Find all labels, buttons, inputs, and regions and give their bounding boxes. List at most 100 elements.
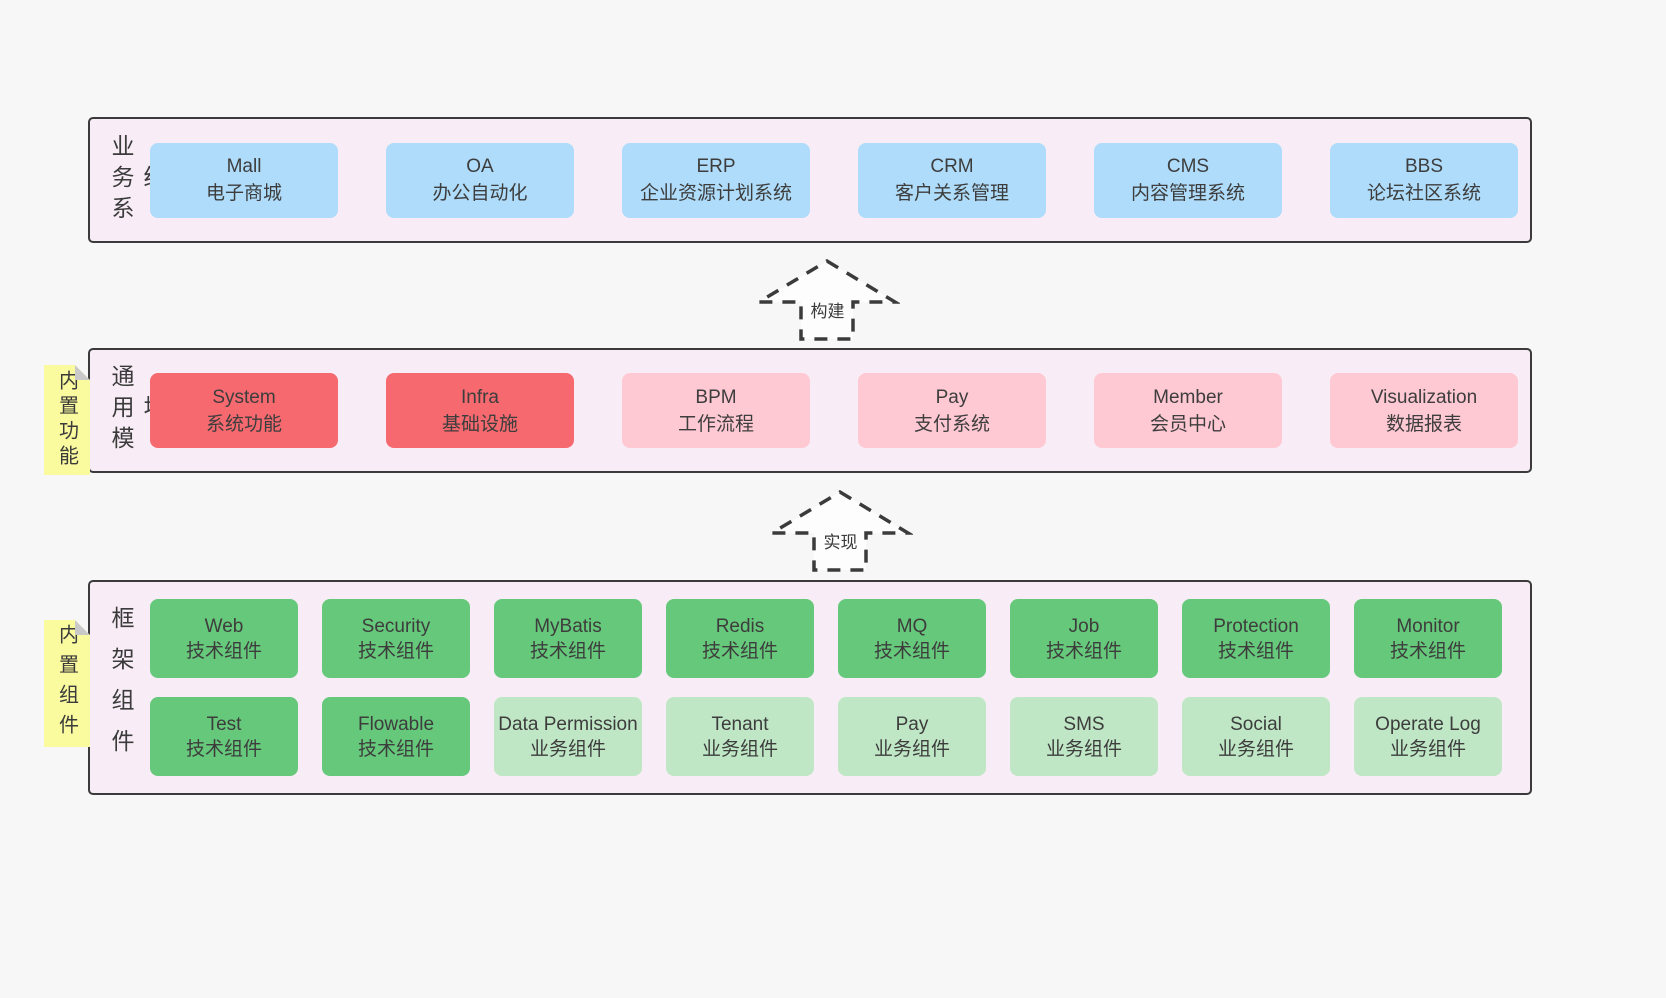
box-subtitle: 业务组件	[529, 738, 606, 760]
box-oa: OA 办公自动化	[386, 142, 574, 218]
box-subtitle: 工作流程	[677, 413, 754, 435]
box-erp: ERP 企业资源计划系统	[622, 142, 810, 218]
band-business-content: Mall 电子商城 OA 办公自动化 ERP 企业资源计划系统 CRM 客户关系…	[137, 119, 1530, 241]
sticky-note-label: 内置功能	[55, 370, 78, 470]
box-mybatis: MyBatis 技术组件	[494, 599, 642, 678]
box-test: Test 技术组件	[150, 697, 298, 776]
box-title: Monitor	[1396, 615, 1460, 637]
band-framework-content: Web 技术组件 Security 技术组件 MyBatis 技术组件 Redi…	[137, 582, 1530, 793]
box-subtitle: 业务组件	[701, 738, 778, 760]
box-title: Redis	[715, 615, 765, 637]
box-title: CRM	[930, 156, 974, 177]
box-subtitle: 客户关系管理	[894, 183, 1009, 204]
box-title: System	[212, 386, 276, 408]
box-title: Security	[361, 615, 431, 637]
box-subtitle: 内容管理系统	[1130, 183, 1245, 204]
box-title: CMS	[1166, 156, 1210, 177]
box-title: Web	[204, 615, 244, 637]
box-subtitle: 技术组件	[873, 640, 950, 662]
box-social: Social 业务组件	[1182, 697, 1330, 776]
implement-arrow-label: 实现	[819, 527, 862, 554]
build-arrow: 构建	[755, 258, 900, 342]
box-subtitle: 业务组件	[1389, 738, 1466, 760]
box-subtitle: 支付系统	[913, 413, 990, 435]
box-job: Job 技术组件	[1010, 599, 1158, 678]
box-title: Mall	[226, 156, 262, 177]
implement-arrow: 实现	[768, 489, 913, 573]
box-title: Visualization	[1370, 386, 1478, 408]
box-title: Pay	[935, 386, 969, 408]
sticky-note-label: 内置组件	[55, 623, 78, 744]
band-business-systems: 业务系统 Mall 电子商城 OA 办公自动化 ERP 企业资源计划系统 CRM…	[88, 117, 1532, 243]
gap-implement: 实现	[0, 473, 1666, 580]
box-sms: SMS 业务组件	[1010, 697, 1158, 776]
box-title: MyBatis	[534, 615, 602, 637]
sticky-note-builtin-components: 内置组件	[44, 620, 90, 747]
box-security: Security 技术组件	[322, 599, 470, 678]
box-title: Tenant	[711, 713, 769, 735]
box-title: BPM	[695, 386, 737, 408]
box-bpm: BPM 工作流程	[622, 373, 810, 448]
box-data-permission: Data Permission 业务组件	[494, 697, 642, 776]
box-subtitle: 技术组件	[529, 640, 606, 662]
box-cms: CMS 内容管理系统	[1094, 142, 1282, 218]
band-common-modules: 内置功能 通用模块 System 系统功能 Infra 基础设施 BPM 工作流…	[88, 348, 1532, 473]
box-title: OA	[466, 156, 494, 177]
framework-row-1: Web 技术组件 Security 技术组件 MyBatis 技术组件 Redi…	[137, 599, 1530, 678]
build-arrow-label: 构建	[806, 296, 849, 323]
box-subtitle: 技术组件	[701, 640, 778, 662]
box-web: Web 技术组件	[150, 599, 298, 678]
box-mall: Mall 电子商城	[150, 142, 338, 218]
sticky-note-builtin-features: 内置功能	[44, 365, 90, 475]
box-title: BBS	[1404, 156, 1444, 177]
box-title: Infra	[460, 386, 500, 408]
box-title: Social	[1230, 713, 1282, 735]
box-subtitle: 会员中心	[1149, 413, 1226, 435]
band-label-framework: 框架组件	[108, 605, 134, 770]
band-common-content: System 系统功能 Infra 基础设施 BPM 工作流程 Pay 支付系统…	[137, 350, 1530, 471]
box-tenant: Tenant 业务组件	[666, 697, 814, 776]
band-label-common: 通用模块	[108, 364, 166, 457]
box-flowable: Flowable 技术组件	[322, 697, 470, 776]
box-pay-module: Pay 支付系统	[858, 373, 1046, 448]
box-subtitle: 技术组件	[357, 640, 434, 662]
box-crm: CRM 客户关系管理	[858, 142, 1046, 218]
box-system: System 系统功能	[150, 373, 338, 448]
box-subtitle: 论坛社区系统	[1366, 183, 1481, 204]
box-operate-log: Operate Log 业务组件	[1354, 697, 1502, 776]
box-subtitle: 技术组件	[1045, 640, 1122, 662]
box-subtitle: 技术组件	[185, 640, 262, 662]
box-title: Flowable	[357, 713, 435, 735]
box-monitor: Monitor 技术组件	[1354, 599, 1502, 678]
box-title: SMS	[1063, 713, 1105, 735]
box-title: Operate Log	[1375, 713, 1481, 735]
box-infra: Infra 基础设施	[386, 373, 574, 448]
box-subtitle: 企业资源计划系统	[639, 183, 792, 204]
box-subtitle: 数据报表	[1385, 413, 1462, 435]
box-title: MQ	[896, 615, 928, 637]
box-subtitle: 技术组件	[357, 738, 434, 760]
box-title: Pay	[895, 713, 929, 735]
box-bbs: BBS 论坛社区系统	[1330, 142, 1518, 218]
box-title: Protection	[1213, 615, 1299, 637]
box-title: Data Permission	[498, 713, 638, 735]
box-subtitle: 基础设施	[441, 413, 518, 435]
box-visualization: Visualization 数据报表	[1330, 373, 1518, 448]
box-subtitle: 技术组件	[185, 738, 262, 760]
box-subtitle: 业务组件	[1045, 738, 1122, 760]
box-subtitle: 系统功能	[205, 413, 282, 435]
band-framework-components: 内置组件 框架组件 Web 技术组件 Security 技术组件 MyBatis…	[88, 580, 1532, 795]
box-member: Member 会员中心	[1094, 373, 1282, 448]
box-subtitle: 电子商城	[205, 183, 282, 204]
box-title: ERP	[696, 156, 736, 177]
box-protection: Protection 技术组件	[1182, 599, 1330, 678]
box-title: Member	[1153, 386, 1223, 408]
box-subtitle: 办公自动化	[432, 183, 528, 204]
box-mq: MQ 技术组件	[838, 599, 986, 678]
gap-build: 构建	[0, 243, 1666, 348]
band-label-business: 业务系统	[108, 133, 166, 227]
box-title: Test	[206, 713, 242, 735]
box-title: Job	[1068, 615, 1100, 637]
box-subtitle: 业务组件	[1217, 738, 1294, 760]
box-pay-component: Pay 业务组件	[838, 697, 986, 776]
